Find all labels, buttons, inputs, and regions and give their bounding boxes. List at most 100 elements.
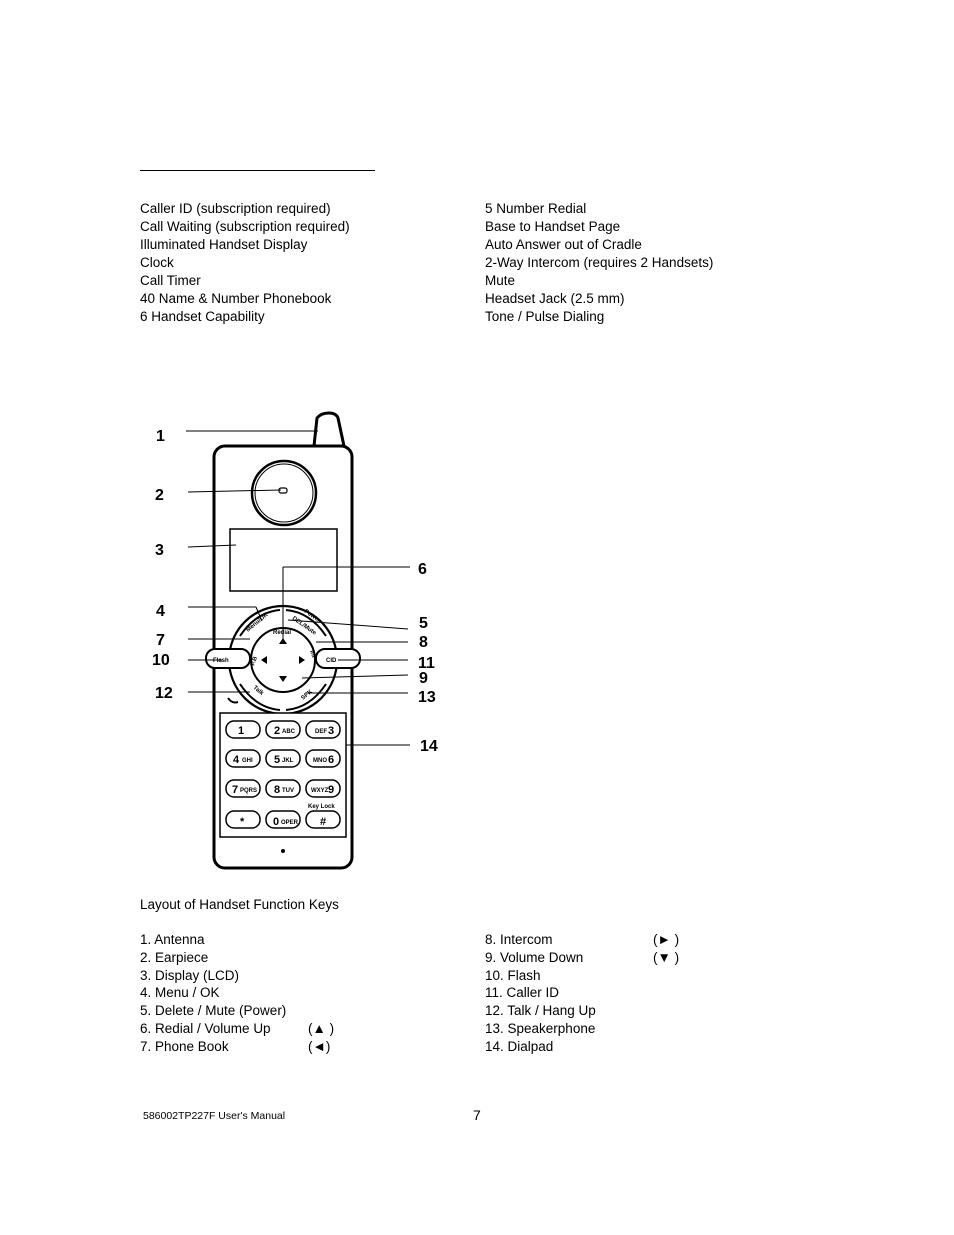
- key-star[interactable]: [225, 810, 261, 829]
- callout-11: 11: [418, 655, 435, 672]
- callout-8: 8: [419, 634, 428, 651]
- key-item-label: 14. Dialpad: [485, 1038, 554, 1054]
- callout-14: 14: [420, 738, 438, 755]
- section-rule: [140, 170, 375, 171]
- key-item: 1. Antenna: [140, 931, 340, 949]
- key-5-letters: JKL: [282, 758, 294, 764]
- key-5-num: 5: [274, 754, 280, 766]
- callout-2: 2: [155, 487, 164, 504]
- feature-item: Mute: [485, 273, 516, 288]
- flash-button[interactable]: [205, 648, 251, 669]
- feature-item: Clock: [140, 255, 174, 270]
- page-number: 7: [473, 1107, 481, 1123]
- key-8[interactable]: [265, 779, 301, 798]
- keypad-keys: 1 2 ABC DEF 3 4 GHI 5 JKL MNO 6 7 PQRS 8…: [225, 720, 341, 829]
- callout-10: 10: [152, 652, 170, 669]
- feature-item: Call Waiting (subscription required): [140, 219, 350, 234]
- key-item: 9. Volume Down (▼ ): [485, 949, 685, 967]
- key-6-num: 6: [328, 754, 334, 766]
- key-4-letters: GHI: [242, 758, 253, 764]
- callout-7: 7: [156, 632, 165, 649]
- callout-lines: [186, 430, 410, 746]
- key-item-symbol: (▲ ): [308, 1020, 335, 1036]
- key-1[interactable]: [225, 720, 261, 739]
- callout-numbers: 1 2 3 4 5 6 7 8 9 10 11 12 13 14: [152, 428, 438, 755]
- key-6-letters: MNO: [313, 758, 327, 764]
- callout-3: 3: [155, 542, 164, 559]
- key-item: 2. Earpiece: [140, 949, 340, 967]
- key-item-label: 4. Menu / OK: [140, 985, 220, 1001]
- int-label: Int: [308, 650, 316, 659]
- key-star-num: *: [240, 816, 245, 828]
- feature-item: 40 Name & Number Phonebook: [140, 291, 332, 306]
- key-item: 7. Phone Book (◄): [140, 1038, 340, 1056]
- cid-button[interactable]: [315, 648, 361, 669]
- key-2-num: 2: [274, 725, 280, 737]
- key-item: 8. Intercom(► ): [485, 931, 685, 949]
- key-4[interactable]: [225, 749, 261, 768]
- key-item: 12. Talk / Hang Up: [485, 1002, 685, 1020]
- key-item-label: 10. Flash: [485, 967, 541, 983]
- key-item-label: 2. Earpiece: [140, 949, 209, 965]
- callout-13: 13: [418, 689, 436, 706]
- key-0-num: 0: [273, 816, 279, 828]
- key-item-label: 6. Redial / Volume Up: [140, 1020, 271, 1036]
- key-3[interactable]: [305, 720, 341, 739]
- key-9[interactable]: [305, 779, 341, 798]
- key-0[interactable]: [265, 810, 301, 829]
- callout-6: 6: [418, 561, 427, 578]
- key-item-label: 12. Talk / Hang Up: [485, 1003, 596, 1019]
- feature-item: 6 Handset Capability: [140, 309, 265, 324]
- feature-item: 2-Way Intercom (requires 2 Handsets): [485, 255, 714, 270]
- feature-item: Auto Answer out of Cradle: [485, 237, 642, 252]
- key-item-label: 13. Speakerphone: [485, 1020, 596, 1036]
- key-list-right: 8. Intercom(► ) 9. Volume Down (▼ ) 10. F…: [485, 931, 685, 1056]
- pb-label: P.B: [250, 655, 259, 666]
- key-item-label: 5. Delete / Mute (Power): [140, 1003, 287, 1019]
- callout-4: 4: [156, 603, 165, 620]
- key-item-symbol: (◄): [308, 1038, 331, 1054]
- antenna: [312, 411, 346, 448]
- key-item-label: 8. Intercom: [485, 932, 553, 947]
- key-8-num: 8: [274, 784, 280, 796]
- feature-item: Illuminated Handset Display: [140, 237, 308, 252]
- key-hash[interactable]: [305, 810, 341, 829]
- diagram-caption: Layout of Handset Function Keys: [140, 897, 339, 912]
- feature-item: Caller ID (subscription required): [140, 201, 331, 216]
- key-3-num: 3: [328, 725, 334, 737]
- flash-label: Flash: [213, 658, 229, 664]
- key-2[interactable]: [265, 720, 301, 739]
- key-7-num: 7: [232, 784, 238, 796]
- callout-5: 5: [419, 615, 428, 632]
- key-9-letters: WXYZ: [311, 788, 329, 794]
- feature-item: Headset Jack (2.5 mm): [485, 291, 625, 306]
- key-item-label: 11. Caller ID: [485, 985, 560, 1001]
- key-item: 14. Dialpad: [485, 1038, 685, 1056]
- key-9-num: 9: [328, 784, 334, 796]
- key-item-label: 7. Phone Book: [140, 1038, 229, 1054]
- feature-item: Call Timer: [140, 273, 201, 288]
- callout-9: 9: [419, 670, 428, 687]
- callout-12: 12: [155, 685, 173, 702]
- key-item: 5. Delete / Mute (Power): [140, 1002, 340, 1020]
- footer-manual-title: 586002TP227F User's Manual: [143, 1110, 286, 1122]
- cid-label: CID: [326, 658, 337, 664]
- key-5[interactable]: [265, 749, 301, 768]
- key-item: 6. Redial / Volume Up (▲ ): [140, 1020, 340, 1038]
- key-item: 13. Speakerphone: [485, 1020, 685, 1038]
- key-0-letters: OPER: [281, 820, 299, 826]
- feature-item: 5 Number Redial: [485, 201, 587, 216]
- feature-item: Base to Handset Page: [485, 219, 621, 234]
- microphone: [281, 849, 285, 853]
- key-6[interactable]: [305, 749, 341, 768]
- key-list-left: 1. Antenna 2. Earpiece 3. Display (LCD) …: [140, 931, 340, 1056]
- key-item-label: 1. Antenna: [140, 932, 205, 947]
- key-2-letters: ABC: [282, 729, 296, 735]
- key-1-num: 1: [238, 725, 244, 737]
- key-item: 3. Display (LCD): [140, 967, 340, 985]
- key-7[interactable]: [225, 779, 261, 798]
- key-item-symbol: (▼ ): [653, 949, 680, 965]
- key-hash-num: #: [320, 816, 326, 828]
- key-7-letters: PQRS: [240, 788, 257, 794]
- key-item-label: 9. Volume Down: [485, 949, 584, 965]
